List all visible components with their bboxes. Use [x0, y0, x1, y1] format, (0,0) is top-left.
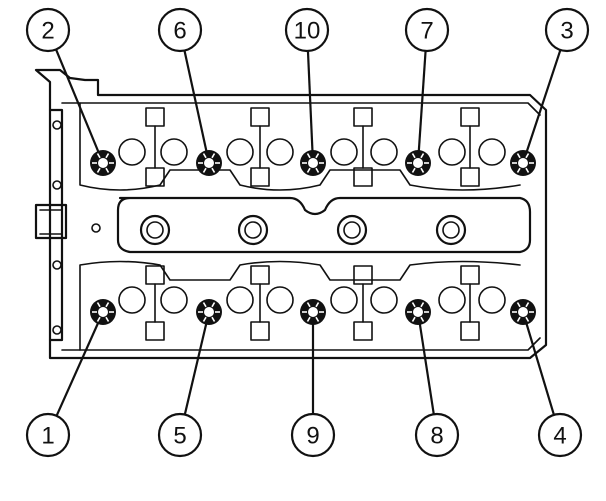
cylinder-head-outline	[34, 68, 548, 360]
bolt-head-icon	[90, 150, 116, 176]
bolt-head-icon	[405, 150, 431, 176]
bolt-label-2: 2	[41, 18, 54, 45]
bolt-label-6: 6	[173, 18, 186, 45]
bolt-label-8: 8	[430, 423, 443, 450]
callout-circle	[157, 7, 203, 53]
callout-circle	[537, 412, 583, 458]
bolt-head-icon	[510, 150, 536, 176]
bolt-label-10: 10	[294, 18, 321, 45]
leader-line	[183, 50, 211, 164]
callout-circle	[544, 7, 590, 53]
leader-line	[521, 49, 562, 164]
leader-line	[306, 50, 315, 164]
bolt-head-icon	[300, 299, 326, 325]
upper-valve-row	[79, 102, 521, 191]
leader-line	[416, 50, 427, 164]
bolt-label-7: 7	[420, 18, 433, 45]
callout-circle	[157, 412, 203, 458]
bolt-head-icon	[300, 150, 326, 176]
bolt-label-3: 3	[560, 18, 573, 45]
leader-line	[55, 311, 105, 417]
bolt-head-icon	[196, 150, 222, 176]
callout-circle	[284, 7, 330, 53]
bolt-head-icon	[90, 299, 116, 325]
callout-circle	[290, 412, 336, 458]
spark-plug-channel	[116, 196, 532, 254]
leader-line	[521, 311, 556, 416]
bolt-head-icon	[510, 299, 536, 325]
leader-line	[416, 311, 435, 415]
bolt-head-icon	[405, 299, 431, 325]
leader-line	[55, 48, 105, 164]
bolt-label-4: 4	[553, 423, 566, 450]
callout-circle	[25, 412, 71, 458]
bolt-label-5: 5	[173, 423, 186, 450]
leader-line	[183, 311, 211, 415]
lower-valve-row	[79, 260, 521, 351]
callout-circle	[404, 7, 450, 53]
bolt-label-9: 9	[306, 423, 319, 450]
bolt-label-1: 1	[41, 423, 54, 450]
callout-circle	[25, 7, 71, 53]
bolt-head-icon	[196, 299, 222, 325]
bolt-group: 2 6 10 7 3 1 5 9 8 4	[25, 7, 590, 458]
callout-circle	[414, 412, 460, 458]
